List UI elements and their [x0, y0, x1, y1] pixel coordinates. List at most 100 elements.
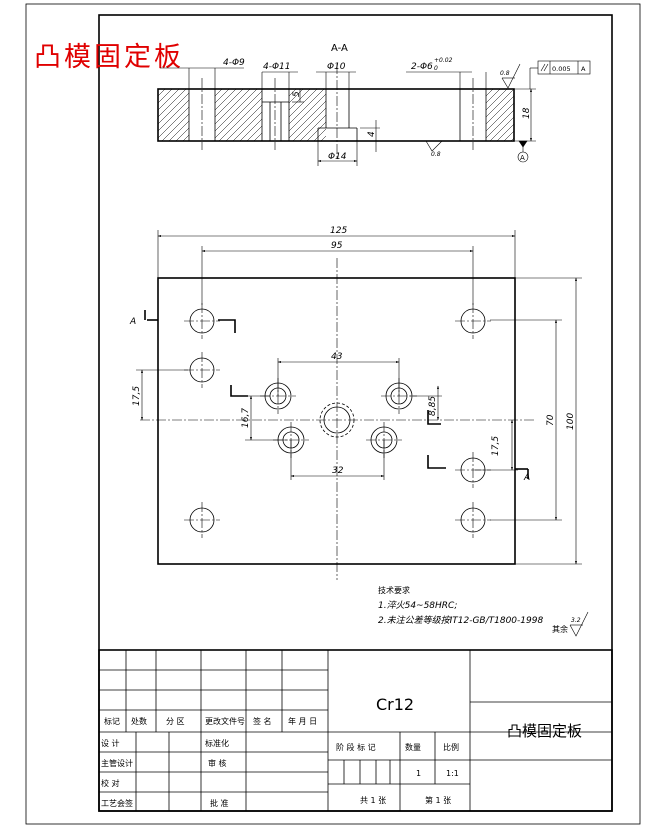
hatch-line [503, 130, 515, 142]
hatch-line [253, 132, 263, 142]
tb-chief-design: 主管设计 [101, 758, 133, 768]
hatch-line [157, 106, 190, 139]
roughness-other: 3.2 [571, 617, 581, 624]
dim-8-85: 8,85 [428, 396, 438, 416]
notes-heading: 技术要求 [378, 585, 410, 595]
hatch-line [485, 102, 515, 132]
dim-thickness-18: 18 [522, 107, 532, 119]
dim-depth-4: 4 [367, 131, 377, 137]
central-bore [323, 406, 351, 434]
dim-4-phi9: 4-Φ9 [223, 58, 245, 68]
hatch-line [288, 93, 327, 132]
hatch-line [288, 88, 311, 111]
tb-total-sheets: 共 1 张 [360, 796, 386, 805]
part-name: 凸模固定板 [507, 722, 582, 740]
dim-4-phi11: 4-Φ11 [263, 62, 291, 72]
hatch-line [182, 134, 190, 142]
tb-check: 校 对 [101, 778, 120, 788]
tb-header-cell: 更改文件号 [205, 716, 245, 726]
hatch-line [510, 137, 515, 142]
notes-other: 其余 [552, 624, 568, 634]
tb-header-cell: 分 区 [166, 717, 185, 726]
material: Cr12 [376, 695, 414, 714]
roughness-top: 0.8 [500, 70, 510, 77]
tb-header-cell: 标记 [104, 716, 120, 726]
dim-32: 32 [332, 466, 344, 476]
hatch-line [313, 128, 327, 142]
plate-outline [157, 277, 516, 565]
notes-line2: 2.未注公差等级按IT12-GB/T1800-1998 [378, 615, 543, 626]
hatch-line [214, 88, 237, 111]
hatch-line [288, 88, 297, 97]
cut-label-left: A [129, 317, 136, 327]
tb-header-cell: 处数 [131, 716, 147, 726]
hatch-line [306, 121, 327, 142]
tb-standardize: 标准化 [205, 738, 229, 748]
hatch-line [496, 123, 515, 142]
dim-right-17-5: 17,5 [491, 436, 501, 456]
tb-approve: 批 准 [210, 798, 229, 808]
tb-scale-value: 1:1 [446, 769, 459, 778]
hatch-line [485, 95, 515, 125]
dim-2-phi6: 2-Φ6 [411, 62, 433, 72]
datum-a-icon [517, 140, 529, 163]
dim-70: 70 [546, 414, 556, 426]
dim-phi10: Φ10 [327, 62, 346, 72]
hatch-line [299, 114, 327, 142]
hatch-line [214, 88, 251, 125]
hatch-line [157, 88, 180, 111]
hatch-line [214, 88, 258, 132]
hatch-line [320, 135, 327, 142]
dim-125: 125 [330, 226, 347, 236]
dim-pins-tol-low: 0 [434, 65, 438, 72]
roughness-bottom: 0.8 [431, 151, 441, 158]
hatch-line [214, 88, 244, 118]
tb-process: 工艺会签 [101, 798, 133, 808]
hatch-line [489, 116, 515, 142]
section-view: A-A [157, 43, 591, 166]
hatch-line [485, 88, 515, 118]
cut-label-right: A [523, 473, 530, 483]
hatch-line [288, 88, 304, 104]
plan-holes [184, 303, 491, 538]
dim-16-7: 16,7 [241, 408, 251, 428]
outer-border [25, 3, 641, 825]
hatch-line [161, 113, 190, 142]
hatch-line [246, 125, 263, 142]
tb-qty-label: 数量 [405, 742, 421, 752]
hatch-line [225, 104, 263, 142]
tb-header-cell: 年 月 日 [288, 716, 317, 726]
tb-header-cell: 签 名 [253, 716, 272, 726]
roughness-bottom-icon [425, 140, 446, 152]
tb-scale-label: 比例 [443, 742, 459, 752]
hatch-line [485, 88, 508, 111]
section-hatching [157, 88, 515, 142]
hatch-line [239, 118, 263, 142]
hatch-line [292, 107, 327, 142]
dim-depth-5: 5 [292, 91, 302, 97]
hatch-line [214, 90, 263, 139]
parallelism-frame [529, 60, 591, 89]
hatch-line [157, 92, 190, 125]
tb-sheet-no: 第 1 张 [425, 795, 451, 805]
hatch-line [168, 120, 190, 142]
dim-pins-tol: +0.02 [434, 57, 453, 64]
hatch-line [175, 127, 190, 142]
hatch-line [288, 100, 327, 139]
hatch-line [214, 88, 223, 97]
hatch-line [485, 88, 501, 104]
central-bore-outer [319, 402, 355, 438]
parallel-tol: 0.005 [552, 65, 571, 73]
tb-design: 设 计 [101, 738, 120, 748]
roughness-other-icon [569, 611, 589, 637]
hatch-line [157, 88, 166, 97]
dim-left-17-5: 17,5 [132, 386, 142, 406]
parallel-datum: A [581, 65, 586, 73]
section-label: A-A [331, 43, 348, 54]
section-outline [157, 88, 515, 142]
hatch-line [157, 99, 190, 132]
hatch-line [232, 111, 263, 142]
hatch-line [288, 88, 325, 125]
roughness-top-icon [501, 63, 521, 89]
